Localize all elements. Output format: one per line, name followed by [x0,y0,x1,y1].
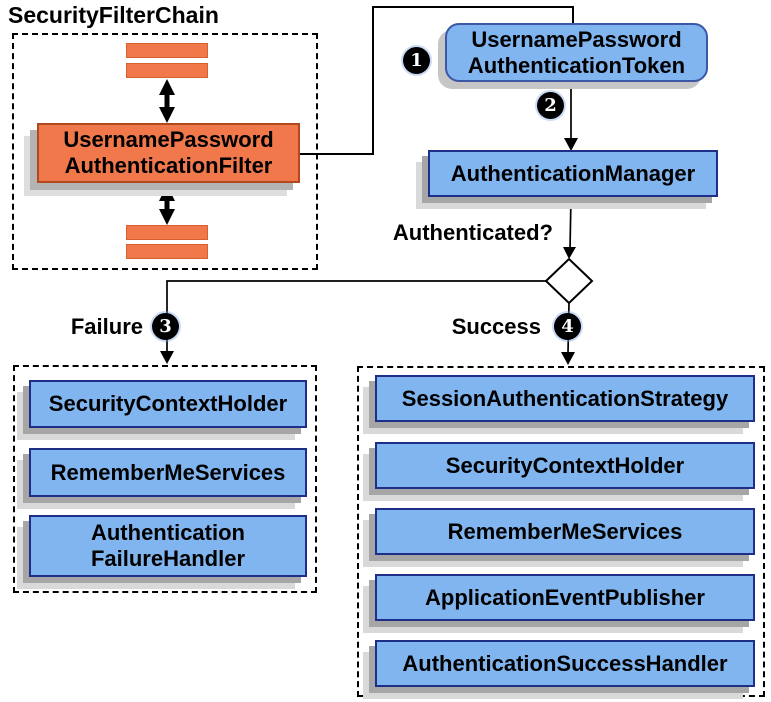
filter-bar-icon [126,225,208,240]
step-3-badge: 3 [152,313,179,340]
step-4-badge: 4 [554,313,581,340]
step-2-badge: 2 [537,92,564,119]
authentication-manager-node: AuthenticationManager [428,150,718,197]
security-context-holder-node: SecurityContextHolder [29,380,307,428]
authentication-failure-handler-node: Authentication FailureHandler [29,515,307,577]
username-password-authentication-token-node: UsernamePassword AuthenticationToken [445,23,708,82]
session-authentication-strategy-node: SessionAuthenticationStrategy [375,375,755,422]
token-to-manager-arrow [564,84,578,151]
success-handlers-box [357,366,765,697]
username-password-authentication-filter-node: UsernamePassword AuthenticationFilter [37,123,300,183]
page-title: SecurityFilterChain [8,2,219,28]
success-label: Success [451,314,541,339]
filter-chain-down-arrow [159,185,175,225]
failure-label: Failure [70,314,143,339]
application-event-publisher-node: ApplicationEventPublisher [375,574,755,621]
manager-to-diamond-arrow [563,196,576,259]
authentication-success-handler-node: AuthenticationSuccessHandler [375,640,755,687]
filter-to-token-connector [300,6,574,155]
security-filter-chain-box [12,33,318,270]
decision-diamond [544,257,594,305]
failure-handlers-box [13,365,317,593]
security-context-holder-success-node: SecurityContextHolder [375,442,755,489]
remember-me-services-success-node: RememberMeServices [375,508,755,555]
remember-me-services-node: RememberMeServices [29,448,307,497]
filter-bar-icon [126,63,208,78]
filter-bar-icon [126,43,208,58]
filter-chain-up-arrow [159,79,175,123]
step-1-badge: 1 [403,47,430,74]
filter-bar-icon [126,244,208,259]
authenticated-question-label: Authenticated? [392,220,553,245]
